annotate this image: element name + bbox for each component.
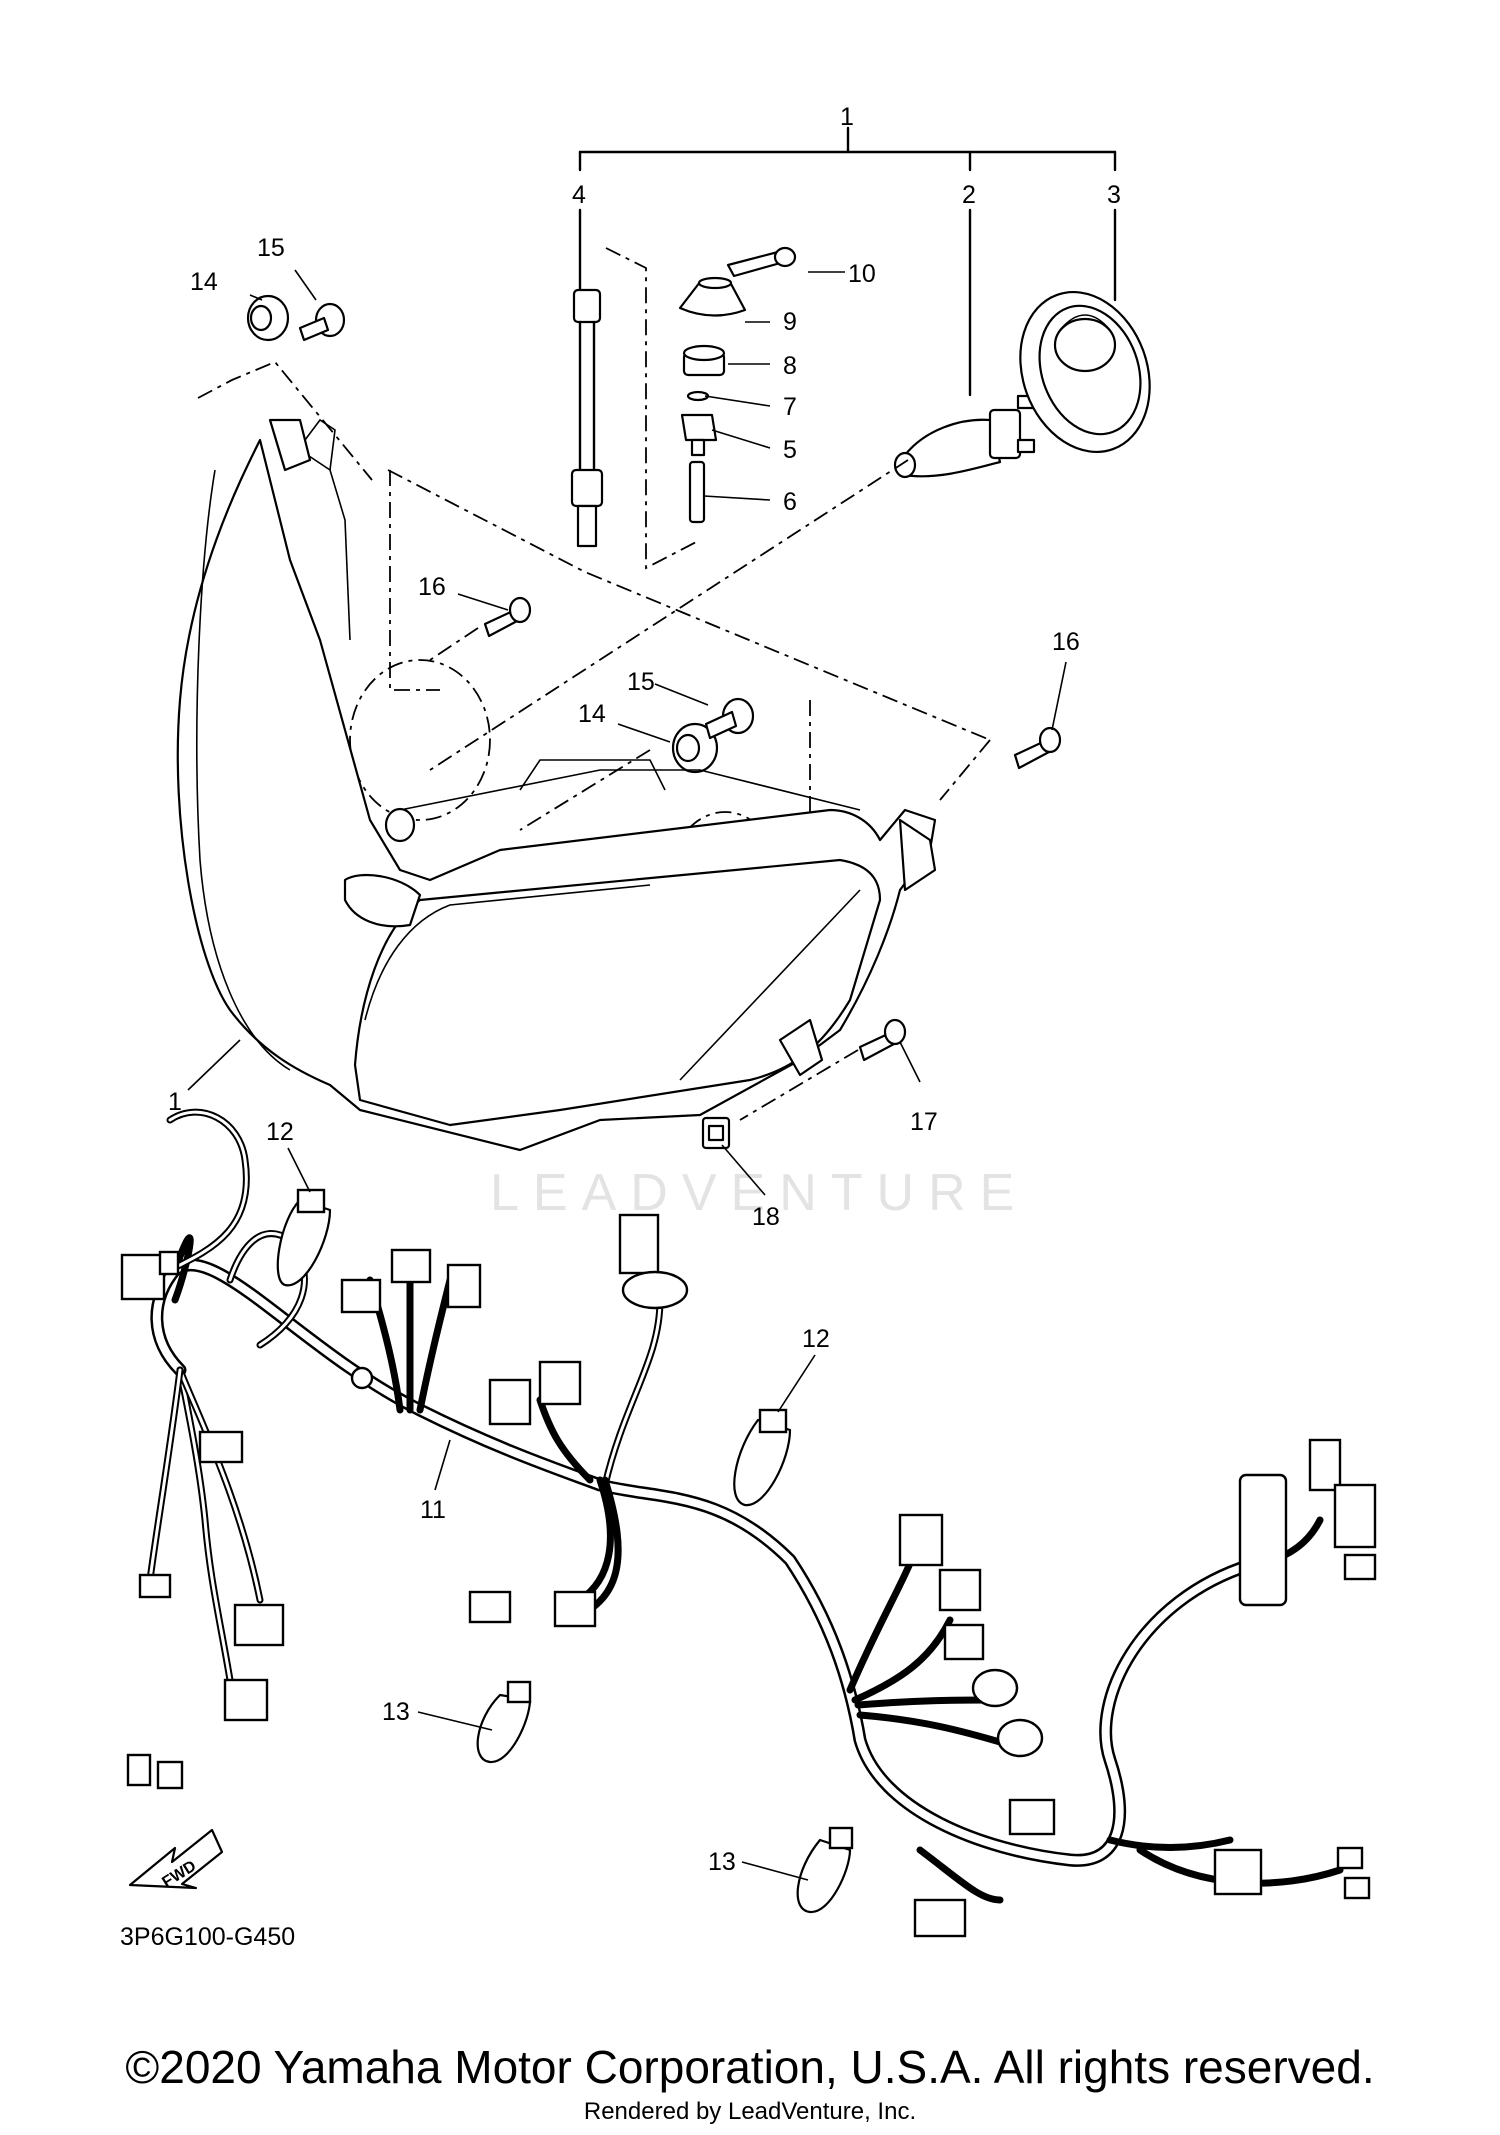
callout-12-right: 12 bbox=[802, 1325, 830, 1353]
callout-14-mid: 14 bbox=[578, 700, 606, 728]
bulb-part bbox=[893, 394, 1036, 479]
callout-4: 4 bbox=[572, 181, 586, 209]
adjuster-parts bbox=[678, 246, 797, 524]
callouts: 1 2 3 4 5 6 7 8 9 10 14 15 16 15 14 16 1… bbox=[168, 103, 1121, 1876]
callout-15-upper: 15 bbox=[257, 234, 285, 262]
callout-13-right: 13 bbox=[708, 1848, 736, 1876]
callout-14-upper: 14 bbox=[190, 268, 218, 296]
screw-17-nut-18 bbox=[701, 1018, 907, 1150]
callout-16-right: 16 bbox=[1052, 628, 1080, 656]
callout-10: 10 bbox=[848, 260, 876, 288]
callout-6: 6 bbox=[783, 488, 797, 516]
callout-17: 17 bbox=[910, 1108, 938, 1136]
callout-16-left: 16 bbox=[418, 573, 446, 601]
callout-15-mid: 15 bbox=[627, 668, 655, 696]
leader-lines bbox=[187, 269, 1067, 1881]
callout-3: 3 bbox=[1107, 181, 1121, 209]
assembly-bracket bbox=[578, 126, 1117, 397]
watermark-text: LEADVENTURE bbox=[490, 1164, 1028, 1222]
rendered-by-notice: Rendered by LeadVenture, Inc. bbox=[583, 2098, 917, 2125]
bulb-cover-part bbox=[1019, 290, 1151, 454]
callout-9: 9 bbox=[783, 308, 797, 336]
callout-1-top: 1 bbox=[840, 103, 854, 131]
socket-cord-part bbox=[570, 288, 604, 548]
grommet-bolt-mid bbox=[671, 697, 755, 774]
grommet-bolt-upper bbox=[246, 294, 346, 342]
headlight-housing bbox=[176, 418, 937, 1152]
callout-2: 2 bbox=[962, 181, 976, 209]
harness-connectors bbox=[120, 1213, 1377, 1938]
callout-11: 11 bbox=[420, 1496, 446, 1524]
callout-7: 7 bbox=[783, 393, 797, 421]
callout-8: 8 bbox=[783, 352, 797, 380]
bands bbox=[276, 1188, 854, 1914]
callout-5: 5 bbox=[783, 436, 797, 464]
callout-13-left: 13 bbox=[382, 1698, 410, 1726]
screw-16 bbox=[483, 596, 1062, 770]
callout-12-left: 12 bbox=[266, 1118, 294, 1146]
callout-18: 18 bbox=[752, 1203, 780, 1231]
copyright-notice: ©2020 Yamaha Motor Corporation, U.S.A. A… bbox=[125, 2041, 1375, 2093]
diagram-code: 3P6G100-G450 bbox=[120, 1923, 295, 1951]
callout-1-left: 1 bbox=[168, 1088, 182, 1116]
fwd-arrow-icon: FWD bbox=[128, 1828, 224, 1891]
